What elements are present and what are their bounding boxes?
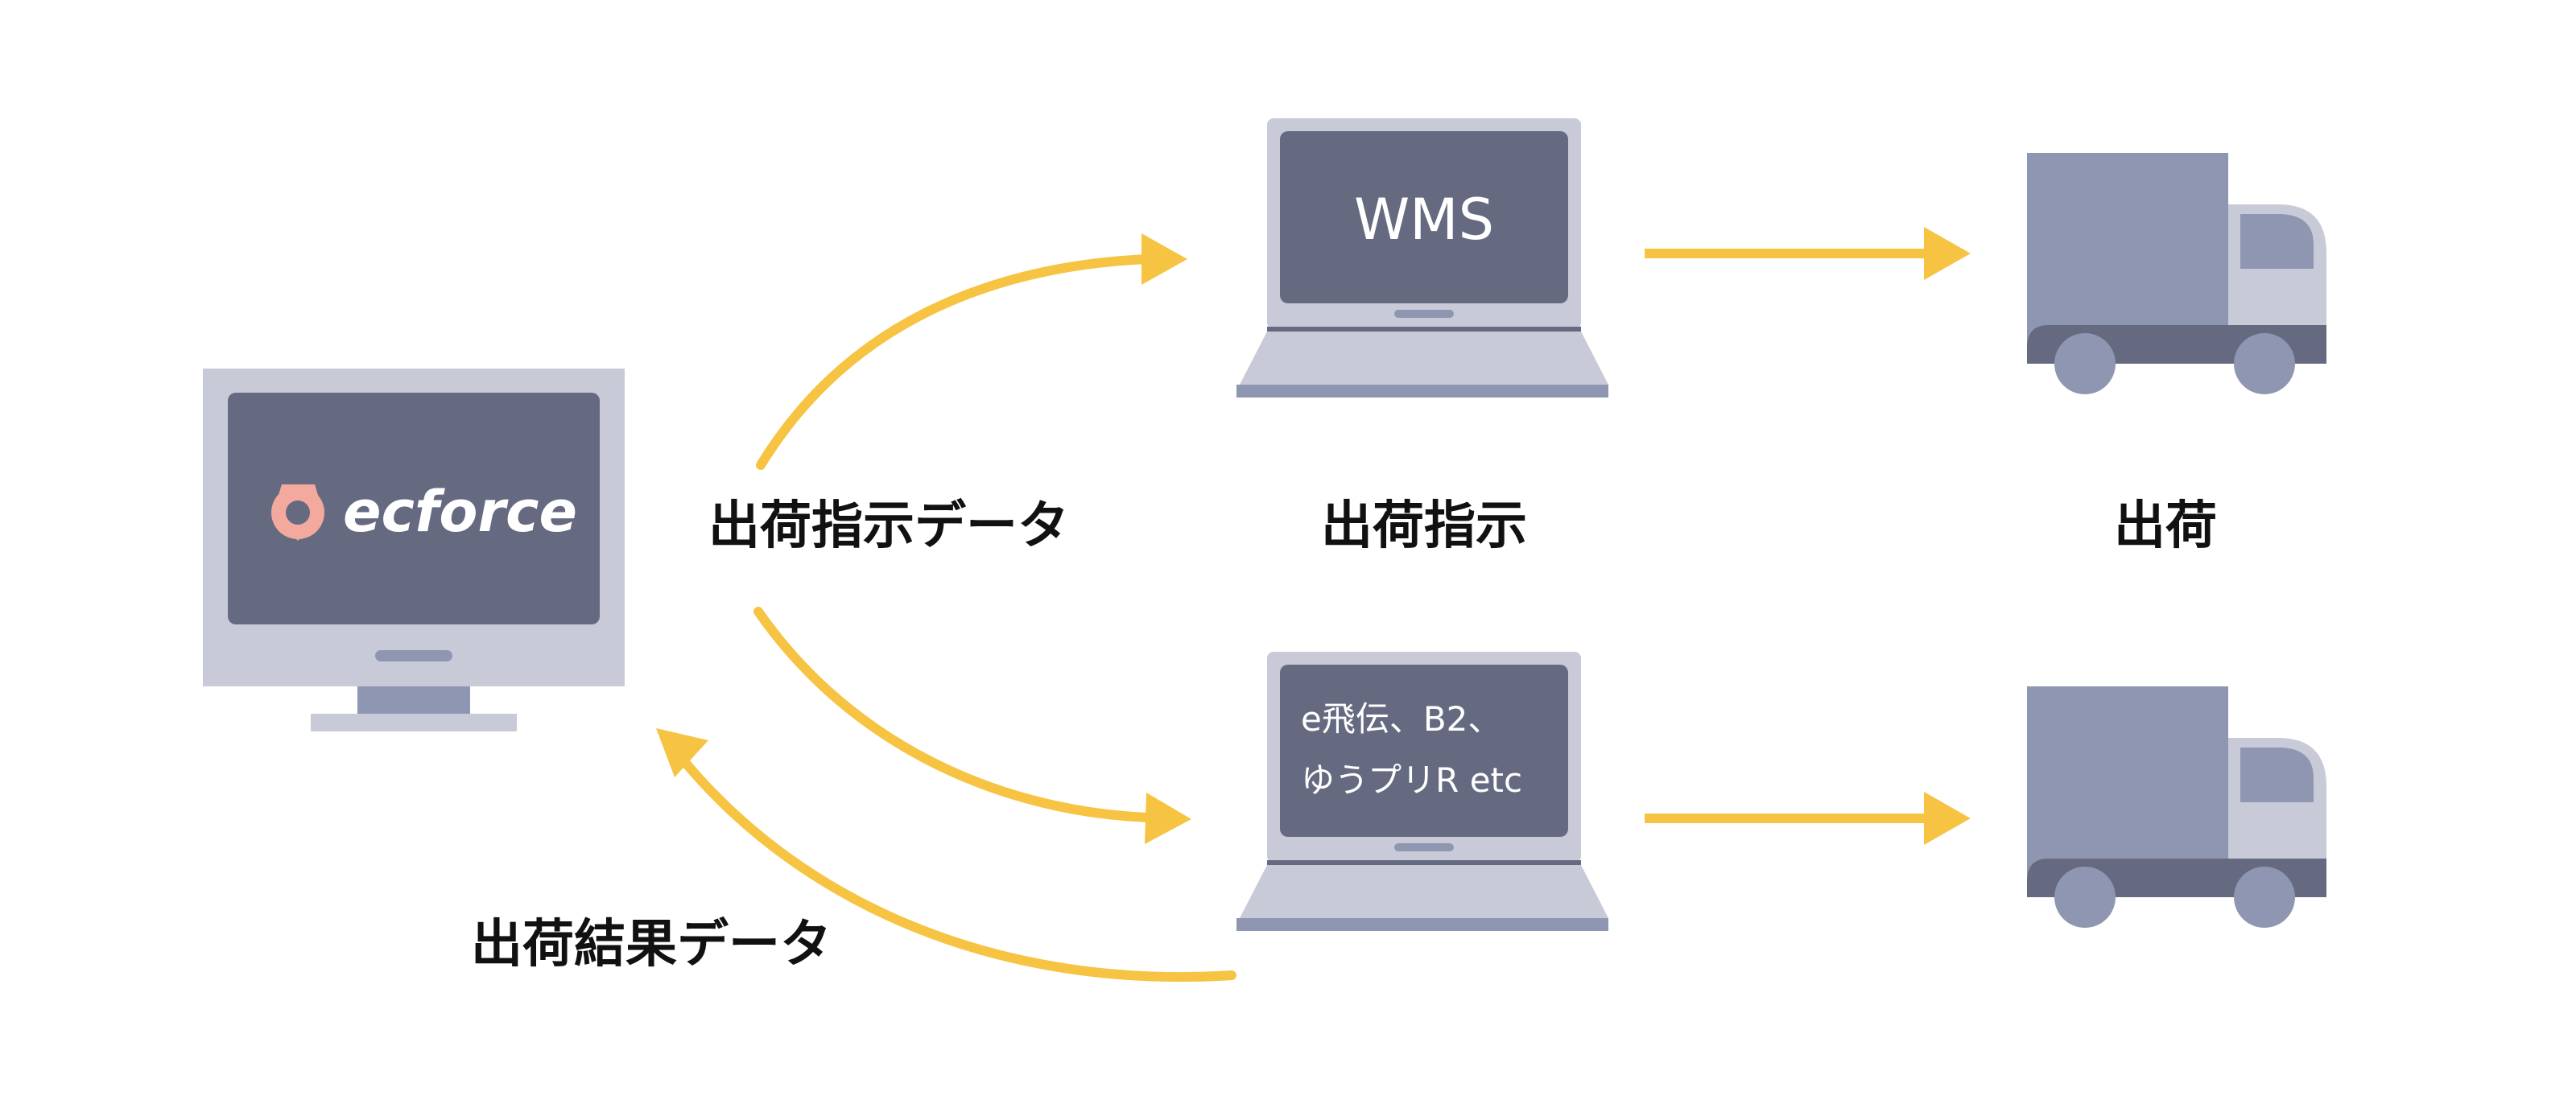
label-result-data: 出荷結果データ bbox=[471, 915, 832, 974]
carrier-laptop-hinge bbox=[1267, 860, 1581, 865]
arrow-to-carrier bbox=[753, 607, 1191, 844]
carrier-laptop-screen bbox=[1280, 665, 1568, 837]
wms-laptop-base bbox=[1236, 385, 1608, 398]
carrier-laptop: e飛伝、B2、 ゆうプリR etc bbox=[1236, 652, 1608, 931]
monitor-screen bbox=[228, 393, 600, 624]
label-instruction: 出荷指示 bbox=[1321, 496, 1527, 556]
truck-window bbox=[2240, 214, 2314, 269]
ecforce-logo-text: ecforce bbox=[343, 479, 577, 545]
carrier-laptop-base bbox=[1236, 918, 1608, 931]
delivery-truck-icon bbox=[2027, 153, 2326, 394]
wms-laptop-screen bbox=[1280, 131, 1568, 303]
carrier-screen-line1: e飛伝、B2、 bbox=[1301, 699, 1501, 739]
arrow-carrier-to-truck bbox=[1645, 792, 1971, 845]
monitor-base bbox=[311, 714, 517, 731]
label-shipping: 出荷 bbox=[2114, 496, 2217, 556]
truck-window bbox=[2240, 748, 2314, 802]
arrow-to-wms bbox=[756, 233, 1187, 470]
monitor-neck bbox=[357, 686, 470, 714]
wms-laptop-indicator bbox=[1394, 310, 1454, 318]
truck-wheel-rear bbox=[2054, 333, 2116, 394]
delivery-truck-icon bbox=[2027, 686, 2326, 928]
monitor-indicator bbox=[375, 650, 452, 661]
wms-laptop-hinge bbox=[1267, 327, 1581, 332]
carrier-laptop-keyboard bbox=[1240, 865, 1608, 918]
truck-wheel-front bbox=[2234, 867, 2295, 928]
truck-wheel-front bbox=[2234, 333, 2295, 394]
ecforce-logo-icon bbox=[271, 484, 324, 541]
arrow-result-to-ecforce bbox=[656, 728, 1236, 982]
ecforce-monitor: ecforce bbox=[203, 369, 625, 731]
carrier-screen-line2: ゆうプリR etc bbox=[1301, 760, 1522, 800]
carrier-laptop-indicator bbox=[1394, 843, 1454, 851]
wms-laptop-keyboard bbox=[1240, 332, 1608, 385]
label-instruction-data: 出荷指示データ bbox=[708, 496, 1069, 556]
wms-laptop: WMS bbox=[1236, 118, 1608, 398]
arrow-wms-to-truck bbox=[1645, 227, 1971, 280]
wms-screen-text: WMS bbox=[1354, 187, 1494, 253]
truck-wheel-rear bbox=[2054, 867, 2116, 928]
